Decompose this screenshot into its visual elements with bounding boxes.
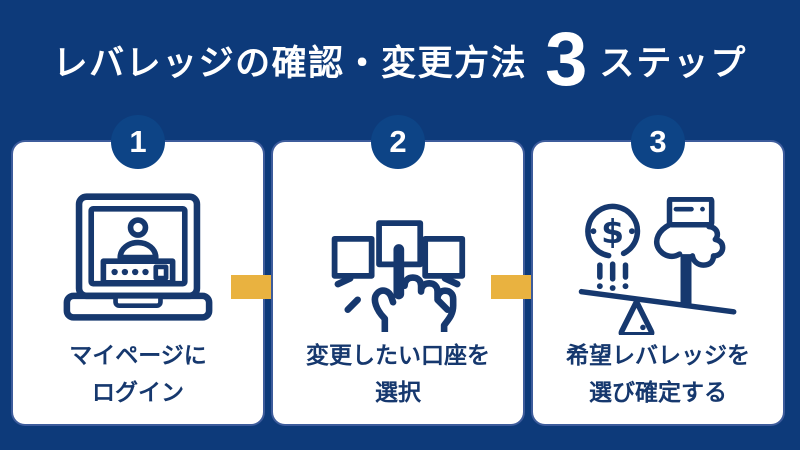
svg-text:$: $ [601, 212, 624, 251]
title-step-count: 3 [545, 17, 588, 102]
step-card-3: 3 $ 希望レバレッジを [533, 115, 783, 424]
step-card-1: 1 マイページに ログイン [13, 115, 263, 424]
step-label: マイページに ログイン [13, 337, 263, 411]
step-label-line2: 選択 [375, 379, 421, 405]
step-card-2: 2 変更したい口座を 選択 [273, 115, 523, 424]
step-number: 1 [129, 124, 147, 159]
step-label-line2: 選び確定する [589, 379, 727, 405]
step-number: 2 [389, 124, 407, 159]
step-label-line1: マイページに [69, 342, 207, 368]
step-label: 変更したい口座を 選択 [273, 337, 523, 411]
title-suffix: ステップ [599, 43, 748, 83]
laptop-login-icon [13, 192, 263, 323]
step-number: 3 [649, 124, 667, 159]
step-number-badge: 1 [111, 115, 165, 169]
leverage-scale-icon: $ [533, 197, 783, 335]
title-text: レバレッジの確認・変更方法 [52, 43, 528, 83]
step-number-badge: 2 [371, 115, 425, 169]
step-number-badge: 3 [631, 115, 685, 169]
step-label-line1: 希望レバレッジを [566, 342, 750, 368]
step-label-line1: 変更したい口座を [306, 342, 490, 368]
tap-select-icon [273, 200, 523, 332]
step-label: 希望レバレッジを 選び確定する [533, 337, 783, 411]
step-label-line2: ログイン [92, 379, 184, 405]
page-title: レバレッジの確認・変更方法 3 ステップ [0, 18, 800, 102]
